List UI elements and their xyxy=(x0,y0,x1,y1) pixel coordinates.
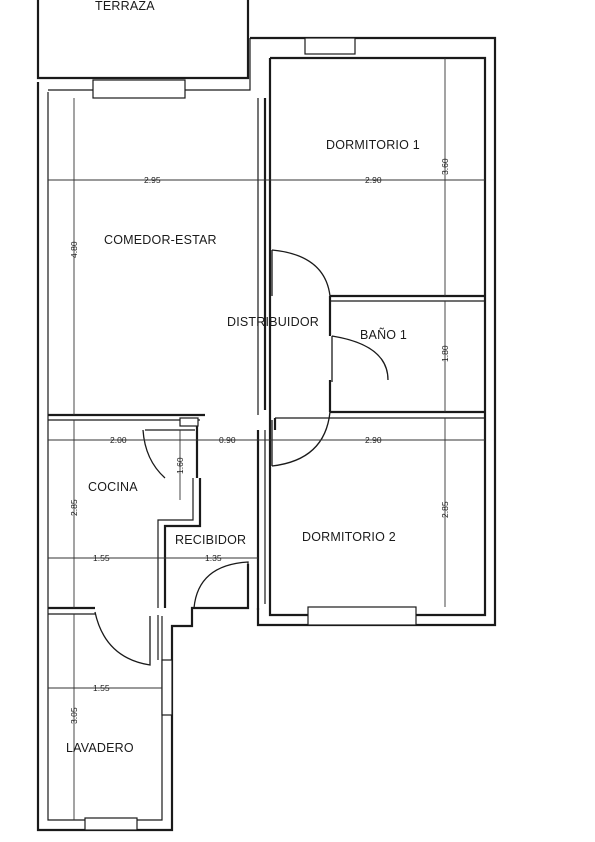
door-dormitorio1 xyxy=(271,249,331,297)
dim-cocina-small: 1.60 xyxy=(175,457,185,474)
window-comedor xyxy=(92,79,186,99)
room-label-cocina: COCINA xyxy=(88,480,138,494)
dim-cocina-width: 2.00 xyxy=(110,435,127,445)
dimension-labels: 2.95 2.90 3.60 4.80 1.80 2.00 0.90 2.90 … xyxy=(69,158,450,724)
room-labels: DORMITORIO 1 COMEDOR-ESTAR DISTRIBUIDOR … xyxy=(66,138,420,755)
windows xyxy=(84,37,417,831)
door-cocina xyxy=(142,429,195,479)
room-label-dormitorio1: DORMITORIO 1 xyxy=(326,138,420,152)
window-lavadero-side xyxy=(161,659,173,716)
room-label-recibidor: RECIBIDOR xyxy=(175,533,246,547)
room-label-lavadero: LAVADERO xyxy=(66,741,134,755)
door-dormitorio2 xyxy=(271,411,331,467)
dim-dormitorio1-height: 3.60 xyxy=(440,158,450,175)
room-label-terraza: TERRAZA xyxy=(95,0,155,13)
outer-walls xyxy=(36,36,497,832)
window-lavadero xyxy=(84,817,138,831)
dim-lavadero-height: 3.05 xyxy=(69,707,79,724)
dim-pasillo-width: 0.90 xyxy=(219,435,236,445)
room-label-comedor-estar: COMEDOR-ESTAR xyxy=(104,233,217,247)
dim-dormitorio1-width: 2.90 xyxy=(365,175,382,185)
door-bano1 xyxy=(331,335,389,382)
doors xyxy=(94,249,389,666)
dim-comedor-width: 2.95 xyxy=(144,175,161,185)
dim-cocina-height: 2.85 xyxy=(69,499,79,516)
window-dormitorio1 xyxy=(304,37,356,55)
dim-lavadero-width: 1.55 xyxy=(93,683,110,693)
room-label-distribuidor: DISTRIBUIDOR xyxy=(227,315,319,329)
dim-bano-height: 1.80 xyxy=(440,345,450,362)
room-label-dormitorio2: DORMITORIO 2 xyxy=(302,530,396,544)
terraza-area: TERRAZA xyxy=(36,0,250,80)
interior-walls xyxy=(48,56,487,660)
door-entrada xyxy=(193,561,249,609)
door-lavadero xyxy=(94,611,151,666)
dim-comedor-height: 4.80 xyxy=(69,241,79,258)
room-label-bano1: BAÑO 1 xyxy=(360,328,407,342)
dim-recibidor-width: 1.35 xyxy=(205,553,222,563)
dim-dormitorio2-width: 2.90 xyxy=(365,435,382,445)
window-cocina xyxy=(179,417,199,427)
dim-cocina-lower-width: 1.55 xyxy=(93,553,110,563)
dimension-lines xyxy=(48,58,485,820)
window-dormitorio2 xyxy=(307,606,417,626)
dim-dormitorio2-height: 2.85 xyxy=(440,501,450,518)
